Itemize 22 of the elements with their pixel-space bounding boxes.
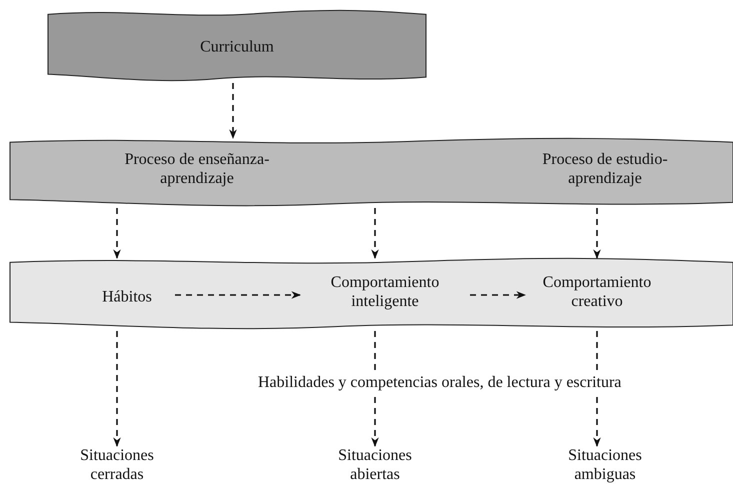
arrow xyxy=(371,331,379,447)
node-text: Proceso de estudio-aprendizaje xyxy=(541,150,669,188)
outcome-label: Situaciones cerradas xyxy=(67,446,167,484)
wavy-banner xyxy=(10,138,733,208)
node-text: Proceso de enseñanza-aprendizaje xyxy=(124,150,270,188)
arrow xyxy=(371,208,379,259)
wavy-banner xyxy=(48,10,426,83)
node-text: Comportamiento creativo xyxy=(542,273,652,311)
node-text: Comportamiento inteligente xyxy=(330,273,440,311)
arrow xyxy=(113,331,121,447)
outcome-label: Situaciones ambiguas xyxy=(555,446,655,484)
wavy-band xyxy=(10,258,733,331)
arrow xyxy=(229,83,237,139)
annotation-text: Habilidades y competencias orales, de lectura y escritura xyxy=(255,372,624,393)
arrow xyxy=(593,208,601,259)
node-text: Curriculum xyxy=(199,38,275,56)
arrow xyxy=(113,208,121,259)
arrow xyxy=(175,291,301,299)
node-text: Hábitos xyxy=(101,288,153,306)
arrow xyxy=(470,291,526,299)
outcome-label: Situaciones abiertas xyxy=(325,446,425,484)
arrow xyxy=(593,331,601,447)
